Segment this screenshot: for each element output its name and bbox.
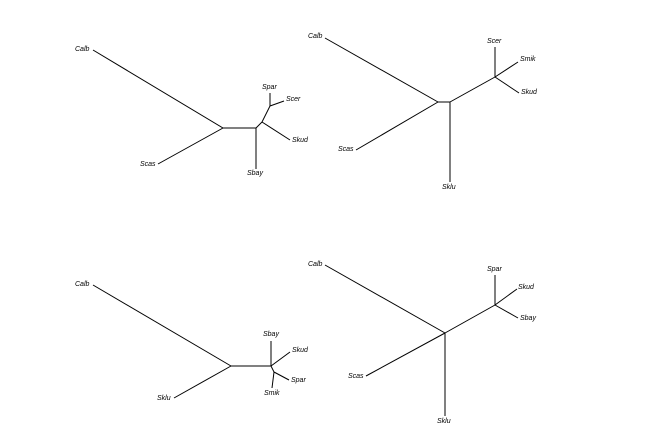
tree-4-labels: Calb Scas Sklu Spar Skud Sbay	[308, 261, 536, 425]
tree-3-leaf-label: Spar	[291, 377, 306, 384]
tree-3	[92, 284, 291, 399]
tree-2-leaf-label: Calb	[308, 33, 323, 40]
tree-2-leaf-label: Sklu	[442, 184, 456, 191]
tree-1-leaf-label: Scas	[140, 161, 156, 168]
tree-4-branch-skud	[494, 288, 518, 306]
tree-4-leaf-label: Scas	[348, 373, 364, 380]
tree-3-labels: Calb Sklu Sbay Skud Spar Smik	[75, 281, 309, 402]
tree-1-leaf-label: Spar	[262, 84, 277, 91]
tree-1	[92, 49, 291, 169]
tree-3-leaf-label: Sklu	[157, 395, 171, 402]
tree-2-leaf-label: Skud	[521, 89, 538, 96]
tree-4-leaf-label: Skud	[518, 284, 535, 291]
tree-3-branch-calb	[92, 284, 232, 367]
tree-2-branch-smik	[494, 61, 519, 78]
tree-4	[324, 264, 519, 416]
tree-1-leaf-label: Skud	[292, 137, 309, 144]
tree-2-labels: Calb Scas Sklu Scer Smik Skud	[308, 33, 538, 191]
tree-3-branch-internal-2	[270, 365, 275, 373]
tree-1-leaf-label: Calb	[75, 46, 90, 53]
tree-4-leaf-label: Spar	[487, 266, 502, 273]
tree-3-branch-skud	[270, 351, 291, 367]
tree-4-branch-calb	[324, 264, 446, 334]
tree-4-branch-scas	[365, 332, 446, 377]
tree-1-leaf-label: Scer	[286, 96, 301, 103]
tree-1-branch-calb	[92, 49, 224, 129]
tree-1-branch-internal-2	[255, 121, 263, 129]
tree-1-branch-internal-3	[261, 105, 271, 123]
tree-2-branch-calb	[324, 37, 439, 103]
tree-1-labels: Calb Scas Spar Scer Skud Sbay	[75, 46, 309, 177]
tree-1-branch-scer	[269, 100, 285, 107]
tree-2-leaf-label: Smik	[520, 56, 536, 63]
tree-3-branch-sklu	[173, 365, 232, 399]
tree-2-branch-scas	[355, 101, 439, 151]
tree-2-leaf-label: Scer	[487, 38, 502, 45]
tree-1-branch-scas	[157, 127, 224, 165]
tree-3-leaf-label: Smik	[264, 390, 280, 397]
tree-2-branch-internal-2	[449, 76, 496, 103]
tree-3-leaf-label: Skud	[292, 347, 309, 354]
tree-4-leaf-label: Sklu	[437, 418, 451, 425]
tree-3-leaf-label: Calb	[75, 281, 90, 288]
tree-4-branch-internal	[444, 304, 496, 334]
tree-2	[324, 37, 520, 182]
tree-2-branch-skud	[494, 76, 520, 94]
tree-2-leaf-label: Scas	[338, 146, 354, 153]
tree-3-branch-spar	[273, 371, 290, 381]
tree-4-branch-sbay	[494, 304, 519, 319]
tree-4-leaf-label: Calb	[308, 261, 323, 268]
tree-3-branch-smik	[271, 371, 275, 389]
tree-1-branch-skud	[261, 121, 291, 141]
tree-1-leaf-label: Sbay	[247, 170, 263, 177]
tree-4-leaf-label: Sbay	[520, 315, 536, 322]
tree-3-leaf-label: Sbay	[263, 331, 279, 338]
